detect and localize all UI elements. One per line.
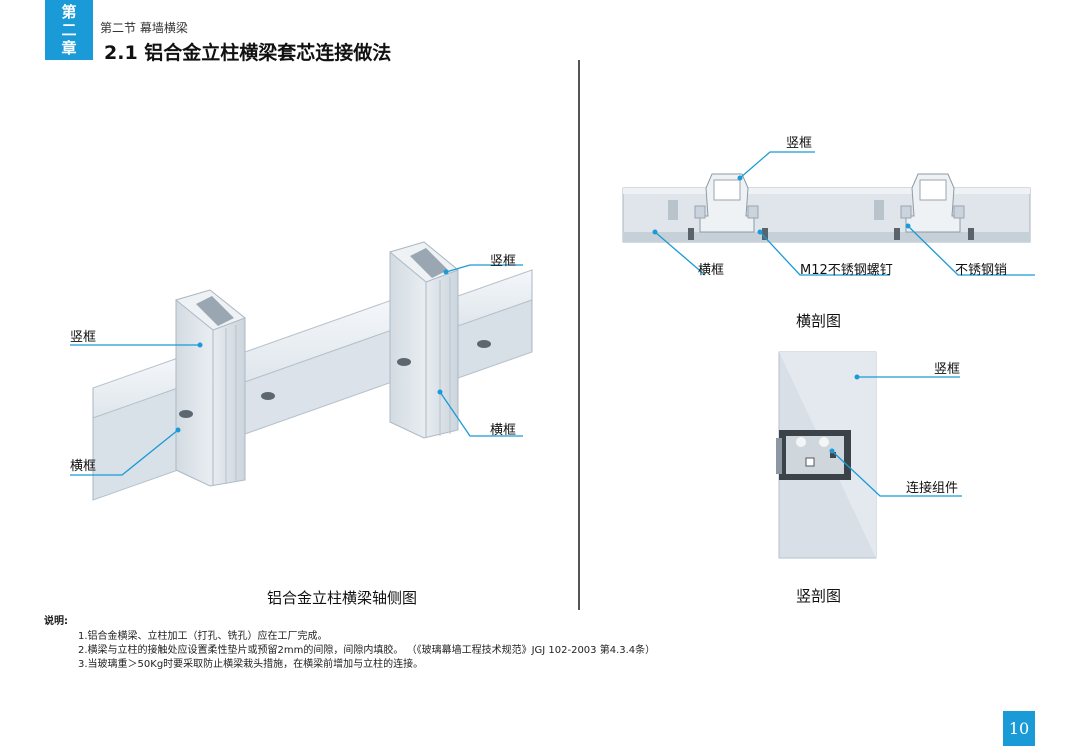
slot-holes [179,340,491,418]
page-number: 10 [1003,711,1035,746]
chapter-tab-char: 第 [61,3,77,21]
hsection-leader-lines [654,151,1035,276]
transom-right-stub [457,269,533,379]
chapter-tab-char: 二 [61,21,77,39]
page-title: 2.1 铝合金立柱横梁套芯连接做法 [104,42,392,64]
chapter-tab-char: 章 [61,39,77,57]
label-hsection-transom: 横框 [698,263,725,278]
caption-isometric: 铝合金立柱横梁轴侧图 [267,589,418,607]
notes-title: 说明: [44,616,68,627]
center-divider [578,60,580,610]
label-hsection-bolt: M12不锈钢螺钉 [800,263,893,278]
label-transom-right: 横框 [490,423,517,438]
label-mullion-left: 竖框 [70,330,97,345]
label-mullion-right: 竖框 [490,254,517,269]
label-vsection-connector: 连接组件 [906,481,959,496]
label-hsection-mullion: 竖框 [786,136,813,151]
label-vsection-mullion: 竖框 [934,362,961,377]
chapter-tab: 第 二 章 [45,0,93,60]
caption-vertical-section: 竖剖图 [796,587,842,605]
iso-leader-lines [70,264,523,476]
transom-middle [244,299,393,435]
label-hsection-pin: 不锈钢销 [955,263,1008,278]
caption-horizontal-section: 横剖图 [796,312,842,330]
isometric-drawing [70,241,533,501]
section-label: 第二节 幕墙横梁 [100,21,188,35]
note-item: 2.横梁与立柱的接触处应设置柔性垫片或预留2mm的间隙，间隙内填胶。 （《玻璃幕… [78,645,656,656]
vsection-leader-lines [831,376,962,497]
note-item: 1.铝合金横梁、立柱加工（打孔、铣孔）应在工厂完成。 [78,631,328,642]
vertical-section-drawing [776,351,962,559]
mullion-right [388,241,459,439]
note-item: 3.当玻璃重＞50Kg时要采取防止横梁栽头措施，在横梁前增加与立柱的连接。 [78,659,424,670]
horizontal-section-drawing [622,151,1035,276]
label-transom-left: 横框 [70,459,97,474]
mullion-left [174,289,246,487]
